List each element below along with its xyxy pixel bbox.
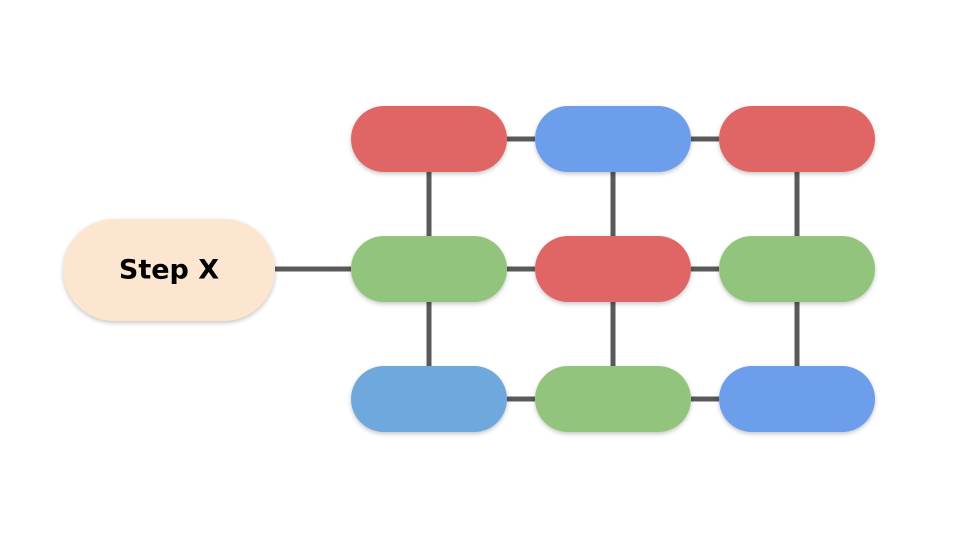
grid-node-r2-c1 [351, 236, 507, 302]
grid-node-r2-c2 [535, 236, 691, 302]
start-node: Step X [63, 219, 275, 321]
grid-node-r3-c3 [719, 366, 875, 432]
node-grid [351, 106, 875, 432]
grid-node-r2-c3 [719, 236, 875, 302]
grid-node-r1-c2 [535, 106, 691, 172]
start-node-label: Step X [119, 255, 219, 286]
grid-node-r3-c2 [535, 366, 691, 432]
connectors [275, 136, 800, 402]
grid-node-r1-c3 [719, 106, 875, 172]
grid-node-r3-c1 [351, 366, 507, 432]
grid-node-r1-c1 [351, 106, 507, 172]
start-node-shape [63, 219, 275, 321]
